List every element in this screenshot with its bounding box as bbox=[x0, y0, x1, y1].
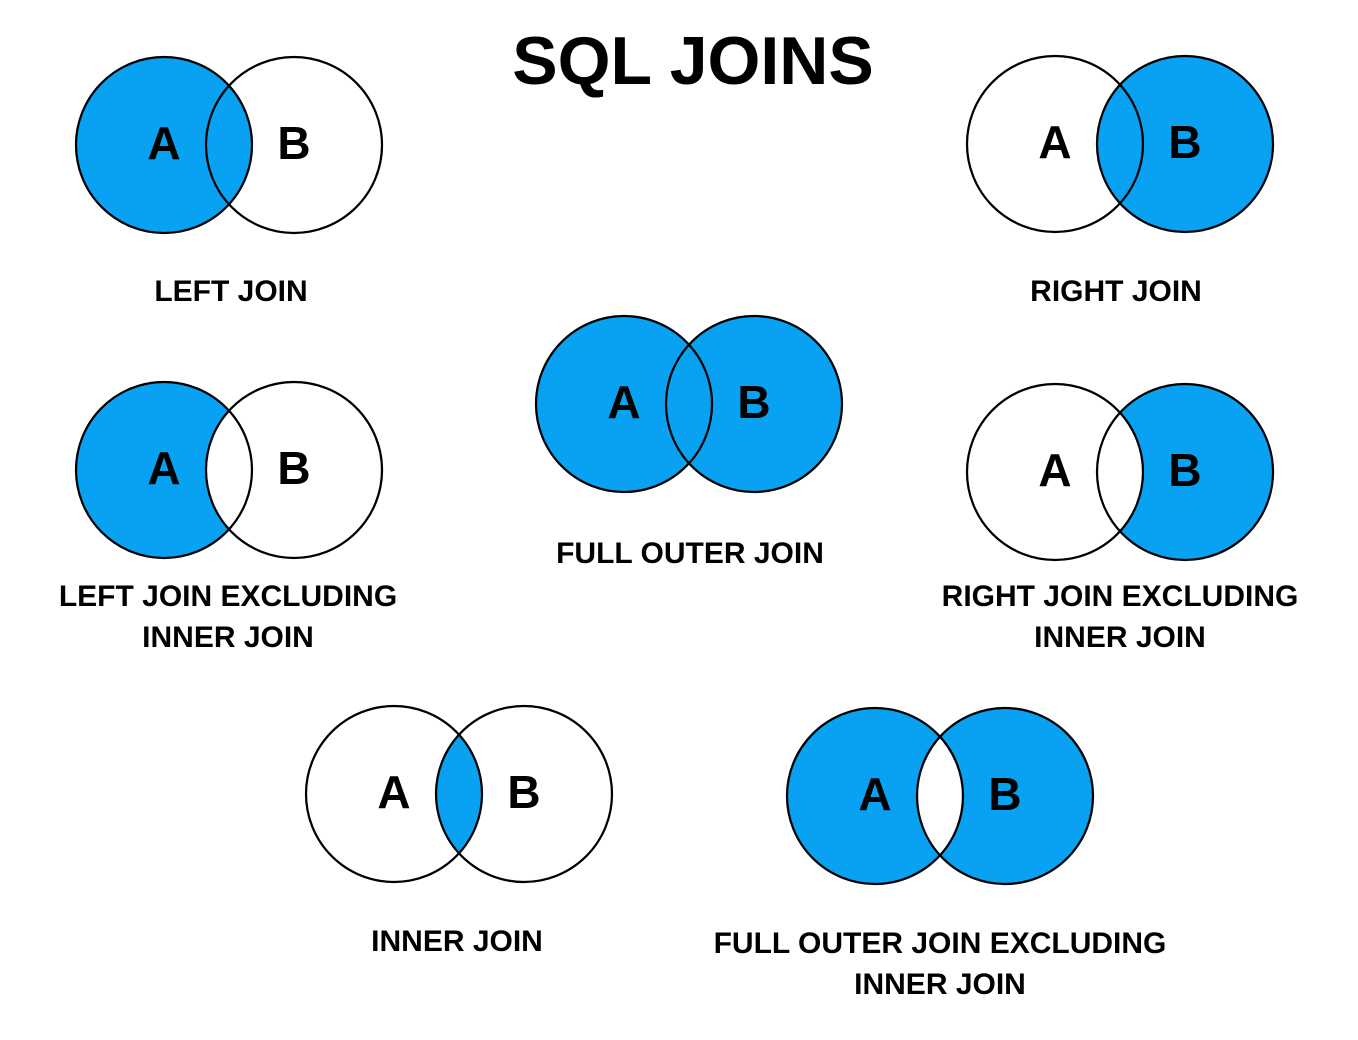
caption-left-join-excluding-inner-join: LEFT JOIN EXCLUDING INNER JOIN bbox=[59, 576, 397, 658]
set-b-label: B bbox=[988, 768, 1022, 821]
caption-line: RIGHT JOIN EXCLUDING bbox=[941, 580, 1299, 613]
caption-line: FULL OUTER JOIN EXCLUDING bbox=[713, 927, 1167, 960]
caption-line: INNER JOIN bbox=[854, 968, 1026, 1001]
caption-line: INNER JOIN bbox=[142, 621, 314, 654]
caption-line: RIGHT JOIN bbox=[1030, 275, 1202, 308]
venn-left-join: A B bbox=[73, 55, 385, 235]
set-a-label: A bbox=[377, 766, 411, 819]
set-a-label: A bbox=[1038, 444, 1072, 497]
set-b-label: B bbox=[1168, 116, 1202, 169]
set-a-label: A bbox=[1038, 116, 1072, 169]
venn-right-join: A B bbox=[964, 54, 1276, 234]
caption-full-outer-join-excluding-inner-join: FULL OUTER JOIN EXCLUDING INNER JOIN bbox=[714, 923, 1167, 1005]
set-b-label: B bbox=[737, 376, 771, 429]
venn-left-join-excluding-inner-join: A B bbox=[73, 380, 385, 560]
venn-full-outer-join: A B bbox=[533, 314, 845, 494]
caption-line: LEFT JOIN EXCLUDING bbox=[58, 580, 398, 613]
set-a-label: A bbox=[147, 117, 181, 170]
set-b-label: B bbox=[1168, 444, 1202, 497]
set-b-label: B bbox=[507, 766, 541, 819]
set-a-label: A bbox=[147, 442, 181, 495]
set-b-label: B bbox=[277, 117, 311, 170]
venn-inner-join: A B bbox=[303, 704, 615, 884]
caption-right-join: RIGHT JOIN bbox=[1030, 271, 1202, 312]
caption-line: INNER JOIN bbox=[1034, 621, 1206, 654]
set-b-label: B bbox=[277, 442, 311, 495]
caption-line: FULL OUTER JOIN bbox=[556, 537, 824, 570]
caption-right-join-excluding-inner-join: RIGHT JOIN EXCLUDING INNER JOIN bbox=[942, 576, 1299, 658]
venn-right-join-excluding-inner-join: A B bbox=[964, 382, 1276, 562]
caption-left-join: LEFT JOIN bbox=[154, 271, 307, 312]
page-title: SQL JOINS bbox=[512, 23, 874, 99]
set-a-label: A bbox=[607, 376, 641, 429]
caption-full-outer-join: FULL OUTER JOIN bbox=[556, 533, 824, 574]
caption-line: LEFT JOIN bbox=[154, 275, 308, 308]
set-a-label: A bbox=[858, 768, 892, 821]
caption-line: INNER JOIN bbox=[371, 925, 543, 958]
caption-inner-join: INNER JOIN bbox=[371, 921, 543, 962]
venn-full-outer-join-excluding-inner-join: A B bbox=[784, 706, 1096, 886]
